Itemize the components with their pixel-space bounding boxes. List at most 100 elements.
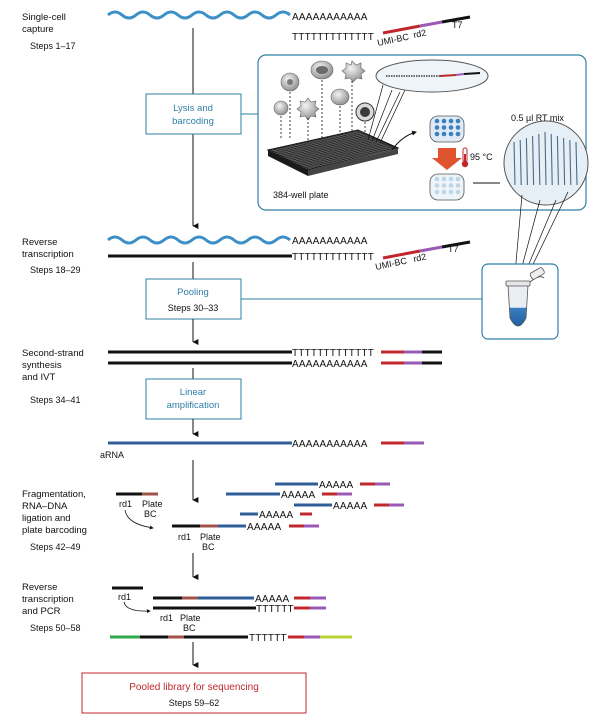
stage-title-line: plate barcoding: [22, 525, 87, 536]
fragment: AAAAA: [275, 480, 390, 491]
well-dot: [455, 176, 461, 182]
well-dot: [434, 176, 440, 182]
well-dot: [455, 125, 461, 130]
capture-molecule: AAAAAAAAAAA TTTTTTTTTTTTT UMI-BC rd2 T7: [107, 10, 471, 48]
final-box-label: Pooled library for sequencing: [129, 682, 259, 693]
well-dot: [448, 118, 454, 124]
rt-mix-label: 0.5 µl RT mix: [511, 113, 564, 123]
primer-rd2: [419, 245, 443, 253]
well-dot: [441, 176, 447, 182]
stage-steps: Steps 42–49: [30, 542, 81, 552]
well-dot: [455, 183, 461, 188]
poly-a-tail: AAAAA: [259, 510, 293, 521]
well-dot: [448, 125, 454, 130]
stage-title-line: Fragmentation,: [22, 489, 86, 500]
poly-a-tail: AAAAA: [247, 522, 281, 533]
rd2-label: rd2: [412, 27, 427, 39]
rd1-label: rd1: [178, 532, 191, 542]
pooled-library-box: Pooled library for sequencing Steps 59–6…: [81, 672, 307, 714]
box-label-line: Linear: [180, 387, 206, 398]
cell-icon: [273, 100, 289, 116]
stage-title-line: synthesis: [22, 360, 62, 371]
stage-rt-pcr: Reverse transcription and PCR Steps 50–5…: [22, 582, 81, 633]
dispenser-needle: [550, 133, 553, 186]
well-dot: [441, 131, 447, 137]
poly-a-tail: AAAAAAAAAAA: [292, 12, 368, 23]
flow-arrow: [391, 130, 417, 151]
well-dot: [448, 131, 454, 137]
box-label: Pooling: [177, 287, 209, 298]
primer-t7: [441, 15, 471, 24]
arna-label: aRNA: [100, 450, 124, 460]
cell-icon: [330, 88, 350, 106]
cell-icon: [296, 97, 320, 121]
ligation-arrow: [124, 509, 154, 530]
poly-a-tail: AAAAAAAAAAA: [292, 236, 368, 247]
lysis-barcoding-box: Lysis and barcoding: [145, 93, 242, 135]
cell-icon: [341, 60, 366, 83]
poly-t-primer: TTTTTT: [256, 604, 294, 615]
ds-cdna-molecule: TTTTTTTTTTTTT AAAAAAAAAAA: [108, 348, 442, 370]
rd1-label: rd1: [118, 592, 131, 602]
rt-product: AAAAA TTTTTT: [153, 594, 326, 615]
stage-title-line: Reverse: [22, 237, 57, 248]
stage-fragmentation: Fragmentation, RNA–DNA ligation and plat…: [22, 489, 87, 552]
dispenser-needle: [532, 135, 535, 186]
rt-mix-bubble: [503, 120, 589, 206]
dispenser-needle: [519, 139, 522, 186]
poly-a-tail: AAAAAAAAAAA: [292, 359, 368, 370]
cell-nucleus-icon: [360, 107, 370, 117]
cell-nucleus-icon: [316, 66, 328, 74]
thermometer-icon: [461, 147, 469, 168]
plate-chip-icon: [429, 115, 465, 143]
well-dot: [434, 118, 440, 124]
fragment-ligated: AAAAA: [172, 522, 319, 533]
dispenser-needle: [556, 135, 559, 186]
t7-label: T7: [448, 244, 459, 254]
well-dot: [434, 183, 440, 188]
poly-a-tail: AAAAA: [319, 480, 353, 491]
final-box-steps: Steps 59–62: [169, 698, 220, 708]
plate-label: Plate: [200, 532, 221, 542]
box-label-line: amplification: [167, 400, 220, 411]
well-dot: [448, 183, 454, 188]
bc-label: BC: [144, 509, 157, 519]
stage-steps: Steps 1–17: [30, 41, 76, 51]
stage-title-line: Reverse: [22, 582, 57, 593]
plate-label: Plate: [180, 613, 201, 623]
temperature-label: 95 °C: [470, 152, 493, 162]
dispenser-needle: [544, 131, 547, 186]
stage-steps: Steps 18–29: [30, 265, 81, 275]
stage-title-line: RNA–DNA: [22, 501, 68, 512]
dispenser-needle: [575, 141, 578, 186]
stage-title-line: Second-strand: [22, 348, 84, 359]
stage-title-line: and IVT: [22, 372, 55, 383]
well-dot: [441, 183, 447, 188]
stage-title-line: transcription: [22, 594, 74, 605]
well-dot: [434, 125, 440, 130]
eppendorf-tube-icon: [505, 267, 545, 327]
dispenser-needle: [538, 133, 541, 186]
well-dot: [441, 118, 447, 124]
primer-zoom-bubble: [375, 59, 489, 93]
dispenser-needle: [513, 141, 516, 186]
fragment: AAAAA: [294, 501, 404, 512]
stage-title-line: ligation and: [22, 513, 71, 524]
poly-a-tail: AAAAA: [255, 594, 289, 605]
stage-single-cell-capture: Single-cell capture Steps 1–17: [22, 12, 76, 51]
well-dot: [434, 131, 440, 137]
cell-drop-lines: [280, 80, 366, 140]
fragment: AAAAA: [226, 490, 352, 501]
primer-rd2: [419, 20, 443, 28]
fragment: AAAAA: [240, 510, 312, 521]
well-dot: [455, 189, 461, 195]
stage-title-line: and PCR: [22, 606, 61, 617]
box-label-line: barcoding: [172, 116, 214, 127]
rt-molecule: AAAAAAAAAAA TTTTTTTTTTTTT UMI-BC rd2 T7: [107, 235, 471, 272]
dispenser-needle: [563, 137, 566, 186]
umi-bc-label: UMI-BC: [374, 255, 408, 272]
stage-steps: Steps 50–58: [30, 623, 81, 633]
down-arrow-icon: [432, 148, 462, 170]
linear-amplification-box: Linear amplification: [145, 378, 242, 420]
